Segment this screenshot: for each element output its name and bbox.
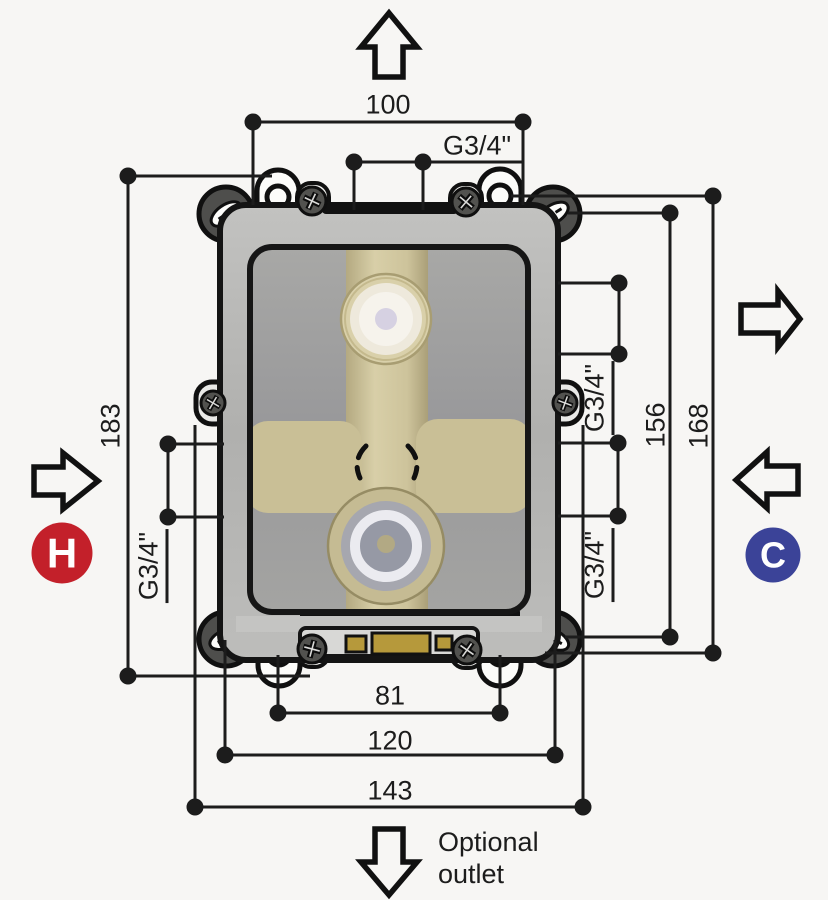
cold-water-badge: C <box>745 527 801 583</box>
dim-label-168: 168 <box>683 403 714 449</box>
screws <box>199 185 579 666</box>
cold-inlet-arrow-icon <box>731 445 801 515</box>
bottom-outlet <box>236 616 542 658</box>
top-port <box>339 272 433 366</box>
dimension-120 <box>216 640 564 764</box>
top-outlet-arrow-icon <box>355 8 423 80</box>
right-outlet-arrow-icon <box>738 283 804 355</box>
brass-arm-left <box>253 421 362 513</box>
dim-label-143: 143 <box>367 775 413 806</box>
thread-label-right-lower: G3/4" <box>580 527 615 603</box>
cartridge <box>326 486 446 606</box>
optional-outlet-note: Optional outlet <box>438 826 539 890</box>
dim-label-183: 183 <box>95 403 126 449</box>
dimension-100 <box>244 113 532 205</box>
dimension-thread-left <box>159 435 224 526</box>
dimension-168 <box>511 187 722 662</box>
hot-inlet-arrow-icon <box>31 447 103 515</box>
thread-label-top: G3/4" <box>442 130 512 161</box>
brass-arm-right <box>416 419 525 513</box>
dimension-81 <box>269 655 509 722</box>
dimension-143 <box>186 425 592 816</box>
thread-label-left: G3/4" <box>134 528 169 604</box>
dim-label-100: 100 <box>365 89 411 120</box>
dimension-thread-top <box>345 153 523 210</box>
dim-label-120: 120 <box>367 725 413 756</box>
top-clamp-bar <box>322 202 458 214</box>
optional-outlet-line2: outlet <box>438 859 505 889</box>
alignment-marks <box>354 443 420 481</box>
optional-outlet-line1: Optional <box>438 827 539 857</box>
dimension-183 <box>119 167 310 685</box>
thread-label-right-upper: G3/4" <box>580 360 615 436</box>
dim-label-156: 156 <box>640 402 671 448</box>
valve-body <box>193 166 585 689</box>
bottom-outlet-arrow-icon <box>355 826 423 900</box>
dimension-thread-right-upper <box>558 274 628 363</box>
dimension-thread-right-lower <box>558 434 627 525</box>
hot-water-badge: H <box>31 522 93 584</box>
dim-label-81: 81 <box>374 680 406 711</box>
